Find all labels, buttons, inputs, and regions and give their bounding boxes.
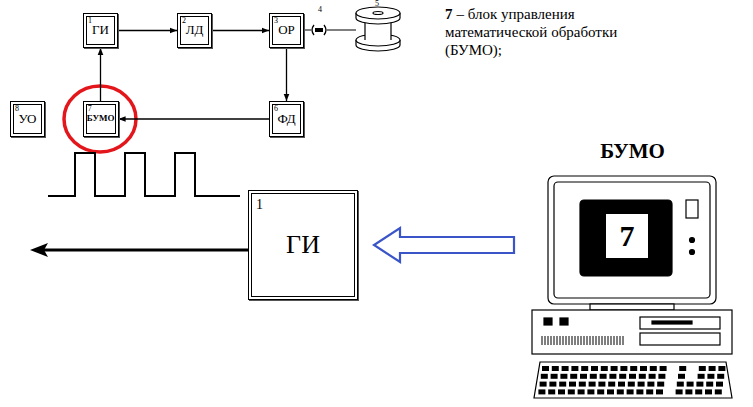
process-box: 2ЛД bbox=[177, 13, 212, 48]
signal-line bbox=[44, 249, 248, 252]
signal-arrowhead bbox=[30, 243, 48, 257]
callout-number: 1 bbox=[88, 17, 92, 26]
callout-number: 7 bbox=[88, 105, 92, 114]
callout-number: 3 bbox=[274, 17, 278, 26]
signal-arrow bbox=[286, 48, 287, 101]
signal-arrow bbox=[212, 30, 269, 31]
note-text: 7 bbox=[445, 6, 453, 22]
block-label: ОР bbox=[278, 23, 295, 37]
block-label: ГИ bbox=[92, 23, 109, 37]
fiber-spool bbox=[356, 7, 400, 51]
signal-arrow bbox=[100, 48, 101, 101]
process-box: 3ОР bbox=[269, 13, 304, 48]
callout-number: 8 bbox=[15, 105, 19, 114]
pulse-train bbox=[48, 153, 240, 196]
computer-drawing bbox=[530, 140, 735, 402]
connector-symbol bbox=[311, 25, 327, 35]
block-label: БУМО bbox=[87, 114, 115, 124]
callout-number: 2 bbox=[182, 17, 186, 26]
callout-number: 1 bbox=[256, 197, 263, 212]
process-box: 8УО bbox=[10, 101, 45, 137]
note-text: – блок управления математической обработ… bbox=[445, 6, 617, 58]
legend-note: 7– блок управления математической обрабо… bbox=[445, 5, 650, 59]
process-box: 1ГИ bbox=[83, 13, 118, 48]
callout-number: 6 bbox=[274, 105, 278, 114]
process-box: 7БУМО bbox=[83, 101, 119, 137]
computer: БУМО 7 bbox=[530, 140, 735, 402]
screen-number: 7 bbox=[604, 212, 650, 260]
callout-number: 5 bbox=[375, 0, 379, 8]
block-label: ЛД bbox=[186, 23, 204, 37]
hollow-arrow bbox=[374, 228, 514, 262]
process-box: 1ГИ bbox=[248, 190, 358, 300]
signal-arrow bbox=[119, 118, 269, 119]
block-label: ГИ bbox=[286, 231, 320, 260]
block-label: ФД bbox=[278, 112, 296, 126]
callout-number: 4 bbox=[318, 6, 322, 14]
process-box: 6ФД bbox=[269, 101, 304, 137]
signal-arrow bbox=[118, 30, 177, 31]
block-label: УО bbox=[19, 112, 37, 126]
block-heading: БУМО bbox=[530, 140, 735, 163]
